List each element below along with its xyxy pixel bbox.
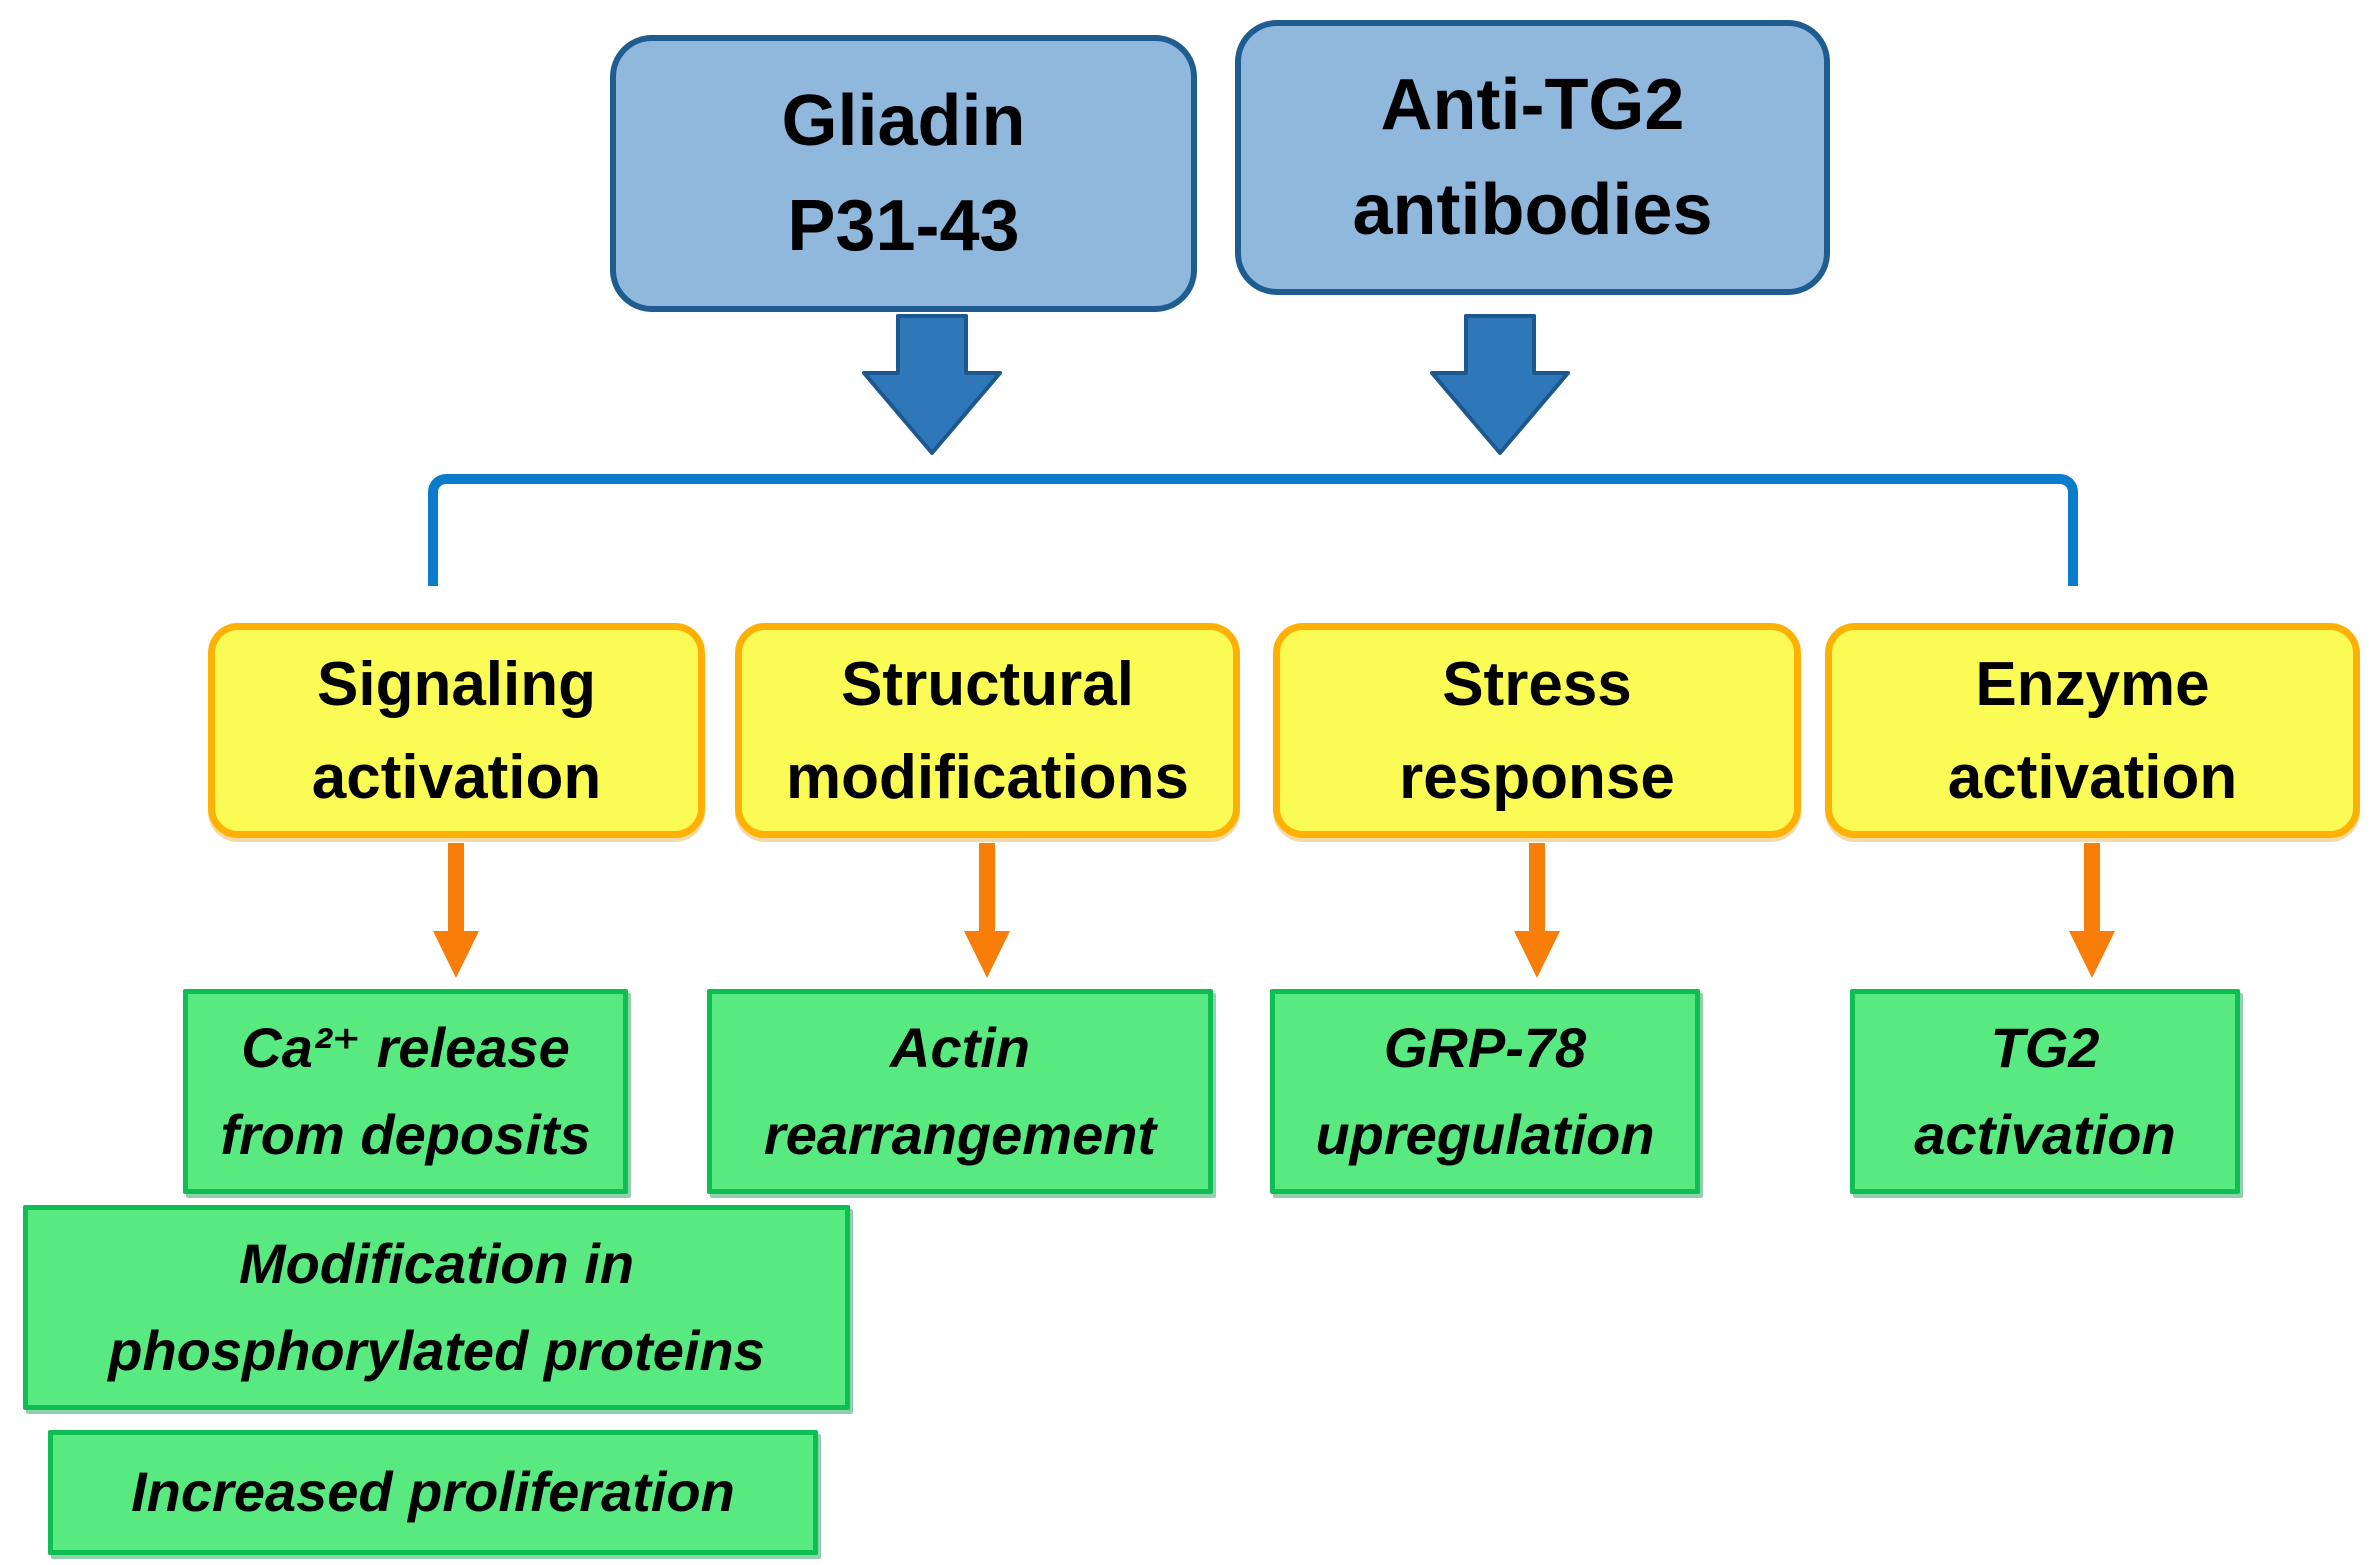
pathway-label-line: activation	[311, 742, 602, 812]
outcome-label-line: Ca²⁺ release	[241, 1015, 570, 1079]
outcome-label-line: Modification in	[238, 1231, 635, 1295]
outcome-label-line: upregulation	[1315, 1102, 1655, 1166]
source-box-gliadin: Gliadin P31-43	[610, 35, 1197, 312]
bracket-connector	[428, 474, 2078, 586]
outcome-label-line: Increased proliferation	[131, 1460, 735, 1524]
pathway-label-line: response	[1399, 742, 1675, 812]
source-label-line: Gliadin	[781, 81, 1026, 162]
source-label-line: Anti-TG2	[1380, 65, 1685, 146]
outcome-label-line: Actin	[890, 1015, 1030, 1079]
pathway-label-line: Signaling	[317, 649, 596, 719]
down-arrow-icon	[2069, 843, 2115, 978]
source-label-line: antibodies	[1352, 169, 1713, 250]
outcome-box-actin-rearrangement: Actin rearrangement	[707, 989, 1213, 1194]
block-down-arrow-icon	[862, 314, 1002, 455]
outcome-label-line: GRP-78	[1383, 1015, 1587, 1079]
outcome-label-line: activation	[1914, 1102, 2176, 1166]
down-arrow-icon	[964, 843, 1010, 978]
outcome-label-line: rearrangement	[763, 1102, 1157, 1166]
source-box-anti-tg2: Anti-TG2 antibodies	[1235, 20, 1830, 295]
pathway-label-line: modifications	[785, 742, 1190, 812]
pathway-box-enzyme-activation: Enzyme activation	[1825, 623, 2360, 838]
down-arrow-icon	[433, 843, 479, 978]
outcome-box-phosphorylated-proteins: Modification in phosphorylated proteins	[23, 1205, 850, 1410]
outcome-box-calcium-release: Ca²⁺ release from deposits	[183, 989, 628, 1194]
pathway-box-structural-modifications: Structural modifications	[735, 623, 1240, 838]
block-down-arrow-icon	[1430, 314, 1570, 455]
outcome-label-line: TG2	[1990, 1015, 2100, 1079]
pathway-box-stress-response: Stress response	[1273, 623, 1801, 838]
pathway-box-signaling-activation: Signaling activation	[208, 623, 705, 838]
outcome-box-tg2-activation: TG2 activation	[1850, 989, 2240, 1194]
pathway-label-line: Structural	[841, 649, 1134, 719]
down-arrow-icon	[1514, 843, 1560, 978]
outcome-label-line: from deposits	[220, 1102, 591, 1166]
pathway-label-line: Stress	[1442, 649, 1632, 719]
outcome-box-increased-proliferation: Increased proliferation	[48, 1430, 818, 1555]
pathway-label-line: activation	[1947, 742, 2238, 812]
outcome-box-grp78-upregulation: GRP-78 upregulation	[1270, 989, 1700, 1194]
pathway-label-line: Enzyme	[1975, 649, 2210, 719]
source-label-line: P31-43	[787, 185, 1020, 266]
outcome-label-line: phosphorylated proteins	[108, 1318, 765, 1382]
